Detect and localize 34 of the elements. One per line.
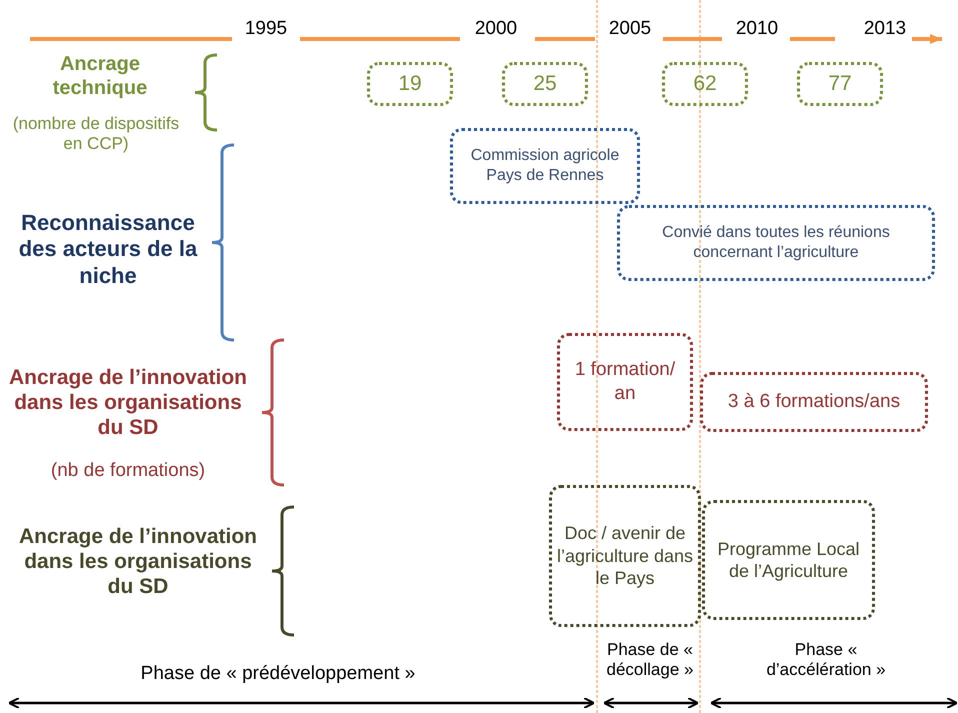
year-label: 2013 — [864, 18, 906, 39]
box-text: 1 formation/ an — [574, 358, 676, 406]
dotted-box — [662, 62, 748, 106]
box-text: 25 — [532, 70, 558, 97]
dotted-box — [450, 128, 640, 204]
dotted-box — [702, 500, 875, 620]
dotted-box — [502, 62, 588, 106]
year-label: 2010 — [736, 18, 778, 39]
category-heading: Reconnaissance des acteurs de la niche — [18, 210, 198, 288]
year-label: 2005 — [608, 18, 652, 39]
category-heading: Ancrage de l’innovation dans les organisations du SD — [8, 366, 248, 440]
box-text: 62 — [692, 70, 718, 97]
year-label: 1995 — [244, 18, 288, 39]
category-heading: Ancrage technique — [52, 53, 148, 99]
phase-label: Phase « d’accélération » — [766, 640, 886, 680]
category-note: (nb de formations) — [50, 460, 206, 481]
box-text: 77 — [827, 70, 853, 97]
dotted-box — [367, 62, 453, 106]
box-text: 3 à 6 formations/ans — [726, 390, 902, 414]
phase-label: Phase de « décollage » — [606, 640, 694, 680]
box-text: Programme Local de l’Agriculture — [716, 538, 861, 582]
dotted-box — [797, 62, 883, 106]
box-text: Convié dans toutes les réunions concernant l’agriculture — [661, 223, 891, 263]
dotted-box — [700, 372, 928, 432]
dotted-box — [617, 205, 935, 281]
category-note: (nombre de dispositifs en CCP) — [12, 114, 180, 154]
box-text: Commission agricole Pays de Rennes — [470, 146, 620, 186]
box-text: Doc / avenir de l’agriculture dans le Pays — [556, 522, 694, 590]
dotted-box — [549, 485, 701, 627]
phase-label: Phase de « prédéveloppement » — [140, 663, 416, 684]
box-text: 19 — [397, 70, 423, 97]
year-label: 2000 — [474, 18, 518, 39]
category-heading: Ancrage de l’innovation dans les organisations du SD — [18, 525, 258, 598]
dotted-box — [557, 333, 693, 431]
